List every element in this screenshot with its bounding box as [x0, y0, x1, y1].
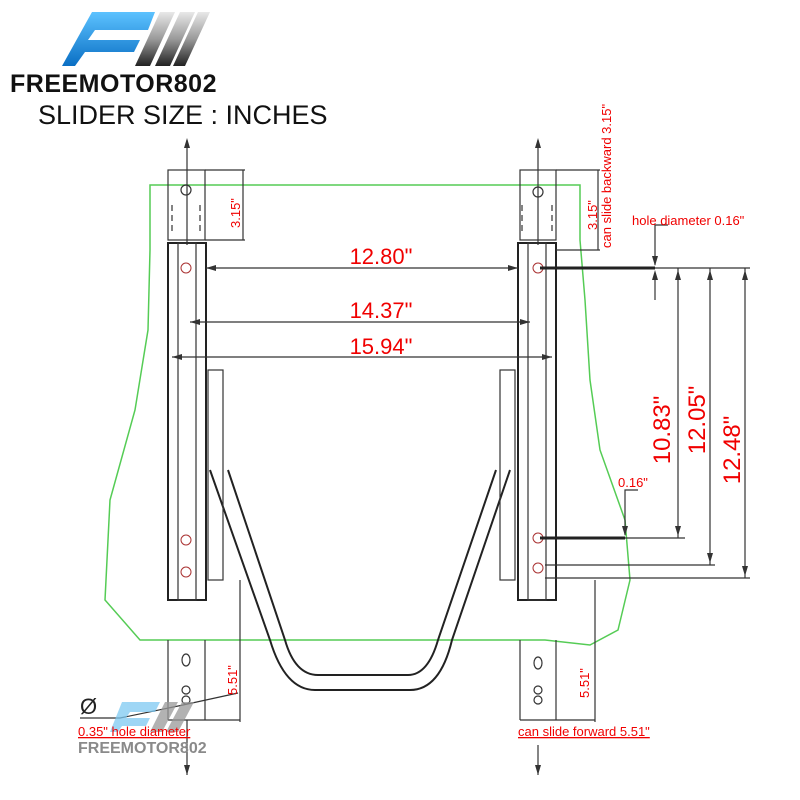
page-title: SLIDER SIZE : INCHES: [38, 100, 328, 130]
dim-width-inner: 12.80": [350, 244, 413, 269]
rear-slide-note: can slide backward 3.15": [599, 104, 614, 248]
front-slide-dims: [80, 580, 596, 722]
release-bar: [207, 369, 516, 691]
left-rail: [167, 138, 240, 775]
diameter-symbol: Ø: [80, 694, 97, 719]
dim-front-right: 5.51": [577, 668, 592, 698]
dim-length-1: 10.83": [649, 396, 676, 465]
rear-slide-dims: [205, 169, 600, 251]
seat-outline: [104, 184, 631, 646]
watermark-text: FREEMOTOR802: [78, 740, 207, 757]
dim-length-3: 12.48": [719, 416, 746, 485]
right-rail: [517, 138, 595, 775]
dim-rear-left: 3.15": [228, 198, 243, 228]
dim-front-left: 5.51": [225, 665, 240, 695]
dim-width-mid: 14.37": [350, 298, 413, 323]
hole-diameter-top: hole diameter 0.16": [632, 213, 745, 228]
fm-stripes-logo-icon: [62, 12, 210, 66]
dim-length-2: 12.05": [684, 386, 711, 455]
hole-diameter-large: 0.35" hole diameter: [78, 724, 191, 739]
brand-name: FREEMOTOR802: [10, 70, 217, 98]
dim-rear-right: 3.15": [585, 200, 600, 230]
front-slide-note: can slide forward 5.51": [518, 724, 650, 739]
hole-diameter-small: 0.16": [618, 475, 648, 490]
width-dimensions: [172, 265, 552, 360]
length-dimensions: [540, 224, 750, 579]
dim-width-outer: 15.94": [350, 334, 413, 359]
watermark-logo-icon: [110, 702, 194, 732]
